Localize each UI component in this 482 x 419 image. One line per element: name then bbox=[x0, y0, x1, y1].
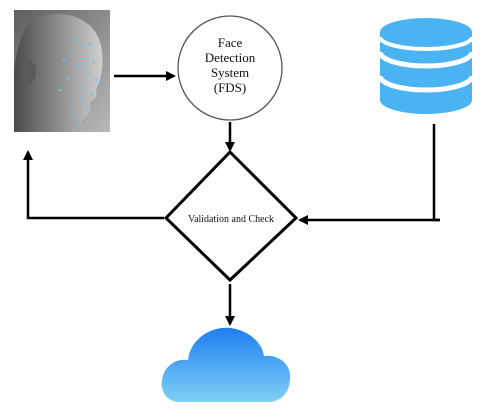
landmark-point bbox=[68, 52, 72, 56]
arrow-validation-to-face bbox=[23, 150, 164, 220]
database-band-1 bbox=[377, 51, 475, 69]
fds-label-line-3: System bbox=[211, 65, 249, 80]
landmark-point bbox=[74, 118, 78, 122]
ear-shape bbox=[20, 60, 36, 84]
landmark-point bbox=[80, 44, 84, 48]
landmark-point bbox=[88, 42, 92, 46]
landmark-point bbox=[82, 84, 86, 88]
fds-label-line-1: Face bbox=[218, 35, 243, 50]
database-band-2 bbox=[377, 75, 475, 93]
landmark-point bbox=[66, 76, 70, 80]
landmark-point bbox=[72, 38, 76, 42]
fds-circle bbox=[177, 15, 283, 121]
landmark-point bbox=[86, 70, 90, 74]
landmark-point bbox=[78, 98, 82, 102]
database-top-rim bbox=[378, 36, 474, 51]
landmark-point bbox=[70, 110, 74, 114]
face-landmark-points bbox=[58, 38, 98, 122]
landmark-point bbox=[58, 88, 62, 92]
landmark-point bbox=[90, 92, 94, 96]
landmark-point bbox=[94, 78, 98, 82]
database-icon bbox=[377, 18, 475, 114]
face-profile-shape bbox=[14, 13, 103, 132]
validation-node: Validation and Check bbox=[163, 149, 299, 283]
landmark-point bbox=[84, 56, 88, 60]
database-top bbox=[380, 18, 472, 46]
database-body bbox=[380, 32, 472, 114]
landmark-point bbox=[76, 64, 80, 68]
fds-label-line-2: Detection bbox=[205, 50, 256, 65]
validation-label: Validation and Check bbox=[188, 214, 274, 225]
fds-label-line-4: (FDS) bbox=[214, 80, 247, 95]
line-database-down bbox=[432, 124, 440, 222]
face-image bbox=[14, 10, 110, 132]
landmark-point bbox=[92, 60, 96, 64]
connectors bbox=[23, 71, 440, 326]
landmark-point bbox=[62, 58, 66, 62]
cloud-icon bbox=[161, 327, 291, 402]
landmark-point bbox=[86, 106, 90, 110]
validation-diamond bbox=[163, 149, 299, 283]
cloud-shape bbox=[161, 327, 291, 402]
fds-node: Face Detection System (FDS) bbox=[177, 15, 283, 121]
